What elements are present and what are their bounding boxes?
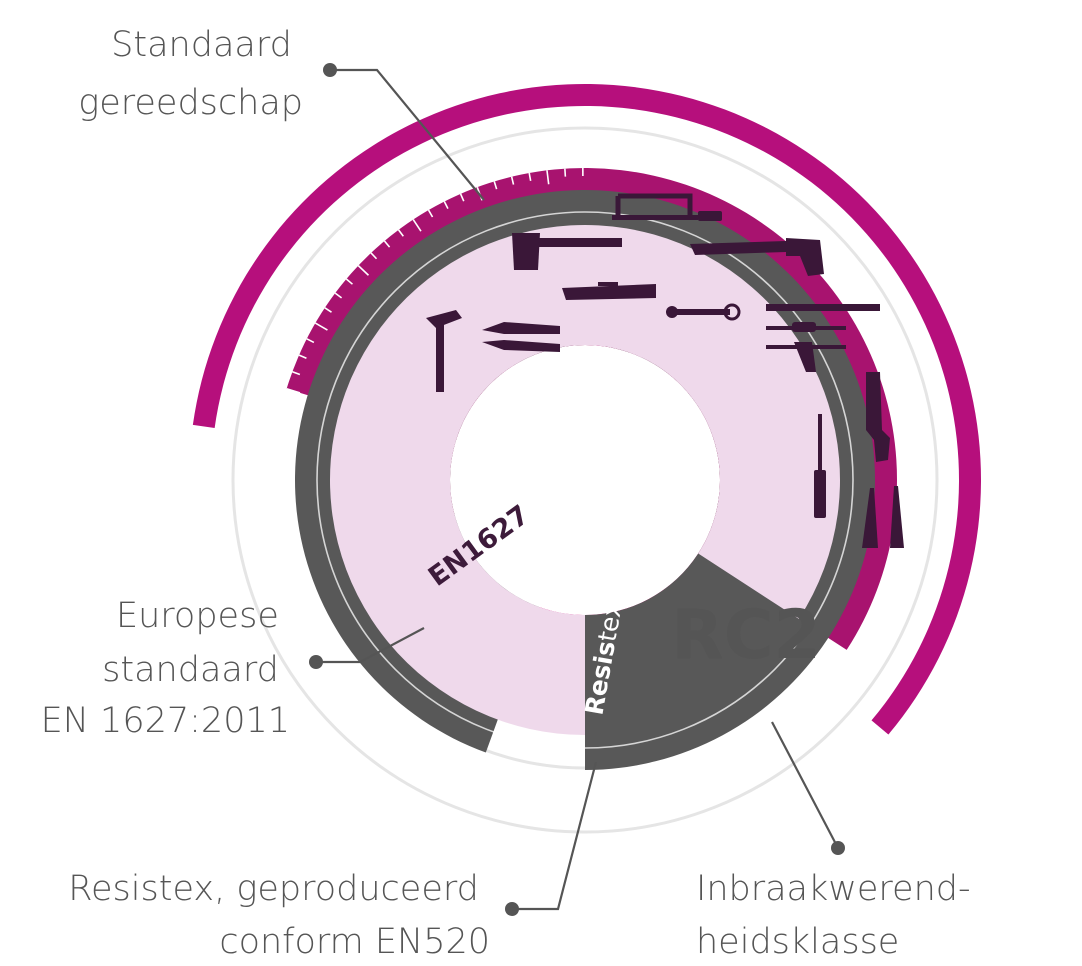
- resistex-leader-line: [512, 761, 598, 911]
- tick-mark: [493, 181, 498, 190]
- hacksaw-icon: [612, 193, 722, 221]
- resistex-label-line-2: conform EN520: [219, 922, 490, 962]
- tools-group: [426, 193, 904, 548]
- crowbar-icon: [766, 304, 880, 311]
- european-standard-label: Europese standaard EN 1627:2011: [41, 596, 290, 741]
- handsaw-icon: [690, 238, 824, 276]
- tick-mark: [286, 388, 301, 394]
- tick-mark: [357, 265, 370, 276]
- tools-label-line-1: Standaard: [111, 25, 292, 65]
- wrench-icon: [666, 303, 741, 321]
- tools-leader-line: [330, 68, 485, 201]
- tick-mark: [510, 176, 515, 185]
- resistex-label-line-1: Resistex, geproduceerd: [68, 869, 479, 909]
- tick-mark: [528, 172, 532, 182]
- tick-mark: [564, 168, 567, 177]
- tick-mark: [324, 307, 332, 313]
- european-label-line-2: standaard: [102, 650, 279, 690]
- tick-mark: [397, 229, 404, 237]
- axe-icon: [512, 233, 622, 270]
- leader-lines: [309, 63, 845, 916]
- class-leader-line: [771, 721, 839, 849]
- screwdriver-pair-icon: [766, 322, 846, 372]
- rc2-segment: [330, 225, 840, 736]
- class-label-line-2: heidsklasse: [696, 922, 899, 962]
- resistex-standard-label: Resistex, geproduceerd conform EN520: [68, 869, 490, 962]
- european-label-line-3: EN 1627:2011: [41, 701, 290, 741]
- tick-mark: [345, 278, 353, 285]
- resistex-light-part: tex: [592, 600, 627, 644]
- tick-mark: [546, 170, 550, 185]
- tick-mark: [292, 371, 301, 376]
- tick-mark: [412, 219, 422, 232]
- european-leader-line: [316, 627, 425, 664]
- background-ring-outer: [231, 126, 939, 834]
- pincers-icon: [482, 322, 560, 352]
- tick-mark: [443, 201, 449, 210]
- utility-knife-icon: [562, 282, 656, 300]
- tick-ruler: [286, 168, 584, 394]
- class-label-line-1: Inbraakwerend-: [696, 869, 971, 909]
- tick-mark: [334, 292, 343, 299]
- european-label-line-1: Europese: [116, 596, 279, 636]
- tick-mark: [370, 252, 378, 260]
- pipe-wrench-icon: [866, 372, 890, 462]
- screwdriver-icon: [814, 414, 826, 518]
- tick-mark: [314, 322, 328, 331]
- tick-mark: [427, 209, 434, 218]
- tick-mark: [459, 193, 465, 202]
- tools-label-line-2: gereedschap: [78, 83, 303, 123]
- chisel-icon: [862, 486, 904, 548]
- security-class-label: Inbraakwerend- heidsklasse: [696, 869, 982, 962]
- tick-mark: [306, 338, 315, 344]
- tools-label: Standaard gereedschap: [78, 25, 303, 123]
- tick-mark: [298, 354, 307, 360]
- hammer-icon: [426, 310, 462, 392]
- segment-inner-line: [316, 211, 854, 749]
- tick-mark: [383, 240, 391, 248]
- rc2-label: RC2: [671, 596, 821, 675]
